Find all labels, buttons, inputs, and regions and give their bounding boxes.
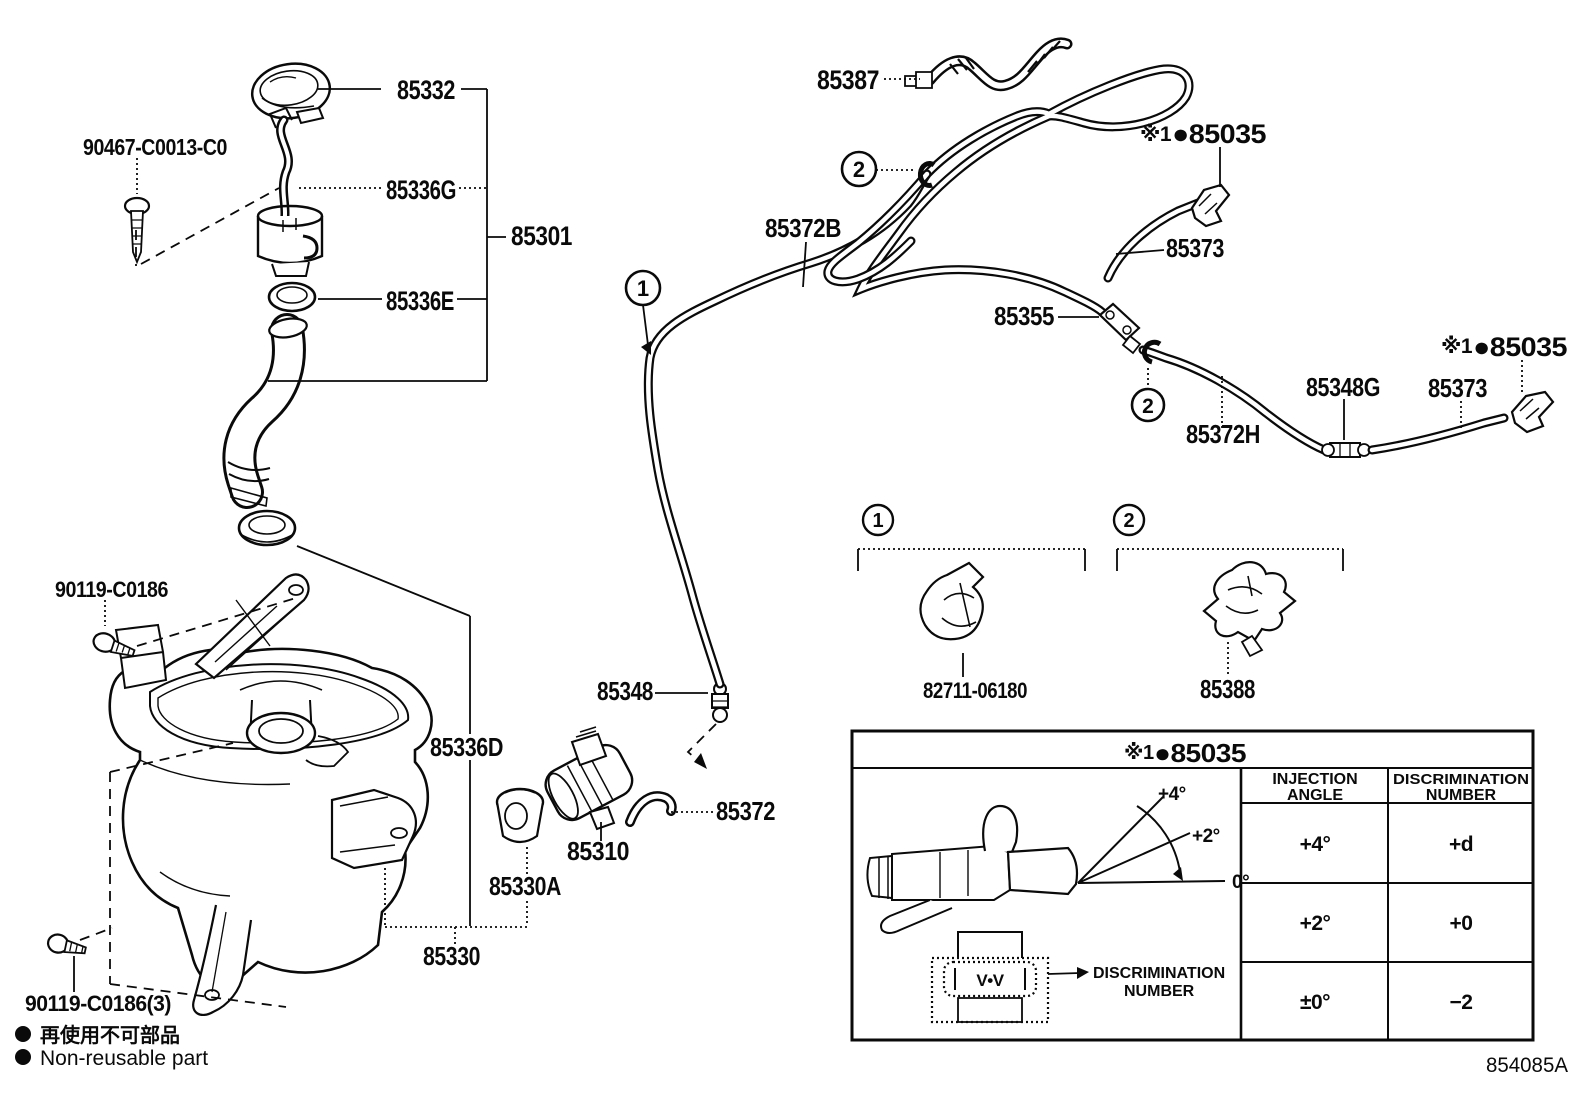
hose-85372B-illustration	[643, 64, 1194, 689]
table-title-ref: ※1	[1124, 742, 1154, 764]
tank-neck	[239, 680, 350, 768]
table-callout-line1: DISCRIMINATION	[1093, 965, 1225, 982]
table-col2-line1: DISCRIMINATION	[1393, 771, 1529, 788]
table-angle-fan: +4° +2° 0°	[1077, 784, 1250, 893]
label-85387: 85387	[817, 65, 879, 95]
label-85348: 85348	[597, 676, 653, 706]
pipe-grommet-illustration	[237, 509, 297, 547]
label-85372: 85372	[716, 796, 775, 826]
callout-2-section: 2	[1123, 510, 1134, 532]
joint-85355-illustration	[1098, 302, 1142, 355]
label-85332: 85332	[397, 75, 455, 105]
label-ref-note-right: ※1	[1441, 335, 1473, 358]
nozzle-85035-upper-illustration	[1190, 183, 1231, 228]
label-ref-note-top: ※1	[1140, 123, 1172, 146]
label-82711-06180: 82711-06180	[923, 678, 1027, 703]
angle-mark-plus2: +2°	[1192, 826, 1220, 847]
holder-85388-illustration	[1202, 561, 1297, 658]
table-col2-line2: NUMBER	[1426, 787, 1497, 804]
stamp-marking: V•V	[976, 971, 1004, 990]
hose-85373-right-illustration	[1367, 413, 1509, 455]
table-r3-number: −2	[1450, 991, 1473, 1014]
legend-jp: 再使用不可部品	[40, 1023, 180, 1047]
callout-2-hose-top: 2	[853, 157, 865, 182]
table-r3-angle: ±0°	[1300, 991, 1330, 1014]
washer-tank-illustration	[108, 573, 433, 1017]
clip-82711-illustration	[919, 561, 985, 641]
label-85310: 85310	[567, 836, 629, 866]
tank-lower-leg	[192, 904, 253, 1017]
non-reusable-bullet-icon-en	[15, 1049, 31, 1065]
label-90119-C0186: 90119-C0186	[55, 577, 168, 602]
screw-90467-illustration	[123, 196, 151, 265]
tank-cap-illustration	[250, 62, 332, 125]
label-85336E: 85336E	[386, 286, 454, 316]
label-85336D: 85336D	[430, 732, 503, 762]
hose-85387-illustration	[904, 37, 1073, 92]
hose-85372-illustration	[625, 791, 677, 827]
table-nozzle-side-view	[866, 804, 1079, 934]
label-85336G: 85336G	[386, 175, 456, 205]
clip-ring-b	[1141, 339, 1162, 365]
part-labels: 85332 90467-C0013-C0 85336G 85301 85336E…	[25, 65, 1568, 1016]
label-85301: 85301	[511, 221, 572, 251]
tank-upper-arm	[194, 573, 310, 680]
joint-85348G-illustration	[1321, 442, 1371, 458]
hose-85373-upper-illustration	[1103, 198, 1203, 283]
tank-inlet-cup-illustration	[256, 204, 324, 277]
label-85330: 85330	[423, 941, 480, 971]
table-r1-number: +d	[1449, 833, 1473, 856]
table-r2-angle: +2°	[1300, 912, 1331, 935]
washer-tank-inlet-assembly	[123, 62, 332, 547]
label-85372H: 85372H	[1186, 419, 1260, 449]
table-nozzle-bottom-view: V•V DISCRIMINATION NUMBER	[930, 931, 1225, 1024]
label-85388: 85388	[1200, 674, 1255, 704]
injection-angle-table: ※1 ●85035 INJECTION ANGLE DISCRIMINATION…	[850, 729, 1535, 1042]
non-reusable-bullet-icon	[15, 1026, 31, 1042]
callout-circles: 1 2 2 1 2	[624, 150, 1166, 537]
label-90467-C0013-C0: 90467-C0013-C0	[83, 134, 227, 160]
label-85035-right: ●85035	[1473, 332, 1568, 362]
leader-lines	[73, 78, 1523, 1008]
label-85330A: 85330A	[489, 871, 562, 901]
angle-mark-plus4: +4°	[1158, 784, 1186, 805]
callout-1-section: 1	[872, 510, 883, 532]
angle-mark-zero: 0°	[1232, 872, 1249, 893]
legend: 再使用不可部品 Non-reusable part	[15, 1023, 208, 1070]
nozzle-85035-right-illustration	[1510, 390, 1555, 434]
label-85373-upper: 85373	[1166, 233, 1224, 263]
label-85373-right: 85373	[1428, 373, 1487, 403]
figure-code: 854085A	[1486, 1054, 1568, 1077]
pump-grommet-illustration	[495, 787, 545, 844]
hose-85372H-illustration	[1138, 345, 1329, 455]
table-col1-line2: ANGLE	[1287, 787, 1343, 804]
label-85355: 85355	[994, 301, 1054, 331]
table-callout-line2: NUMBER	[1124, 983, 1195, 1000]
washer-pump-illustration	[544, 726, 634, 831]
screw-90119-lower-illustration	[46, 933, 87, 955]
filler-pipe-illustration	[222, 313, 308, 509]
clip-ring-a	[917, 160, 936, 188]
callout-2-hose-right: 2	[1142, 395, 1154, 418]
inlet-seal-ring-illustration	[267, 281, 317, 313]
table-r1-angle: +4°	[1300, 833, 1331, 856]
callout-1-hose: 1	[637, 276, 649, 301]
joint-85348-illustration	[711, 682, 729, 723]
screw-90119-upper-illustration	[92, 632, 136, 657]
table-r2-number: +0	[1450, 912, 1473, 935]
label-85372B: 85372B	[765, 213, 841, 243]
legend-en: Non-reusable part	[40, 1047, 208, 1070]
table-col1-line1: INJECTION	[1272, 771, 1357, 788]
tank-right-bracket	[330, 788, 417, 870]
label-85035-top: ●85035	[1172, 119, 1267, 149]
label-90119-C0186-3: 90119-C0186(3)	[25, 991, 171, 1016]
table-title-part: ●85035	[1154, 738, 1246, 768]
tank-level-gauge-illustration	[268, 106, 293, 235]
label-85348G: 85348G	[1306, 372, 1380, 402]
